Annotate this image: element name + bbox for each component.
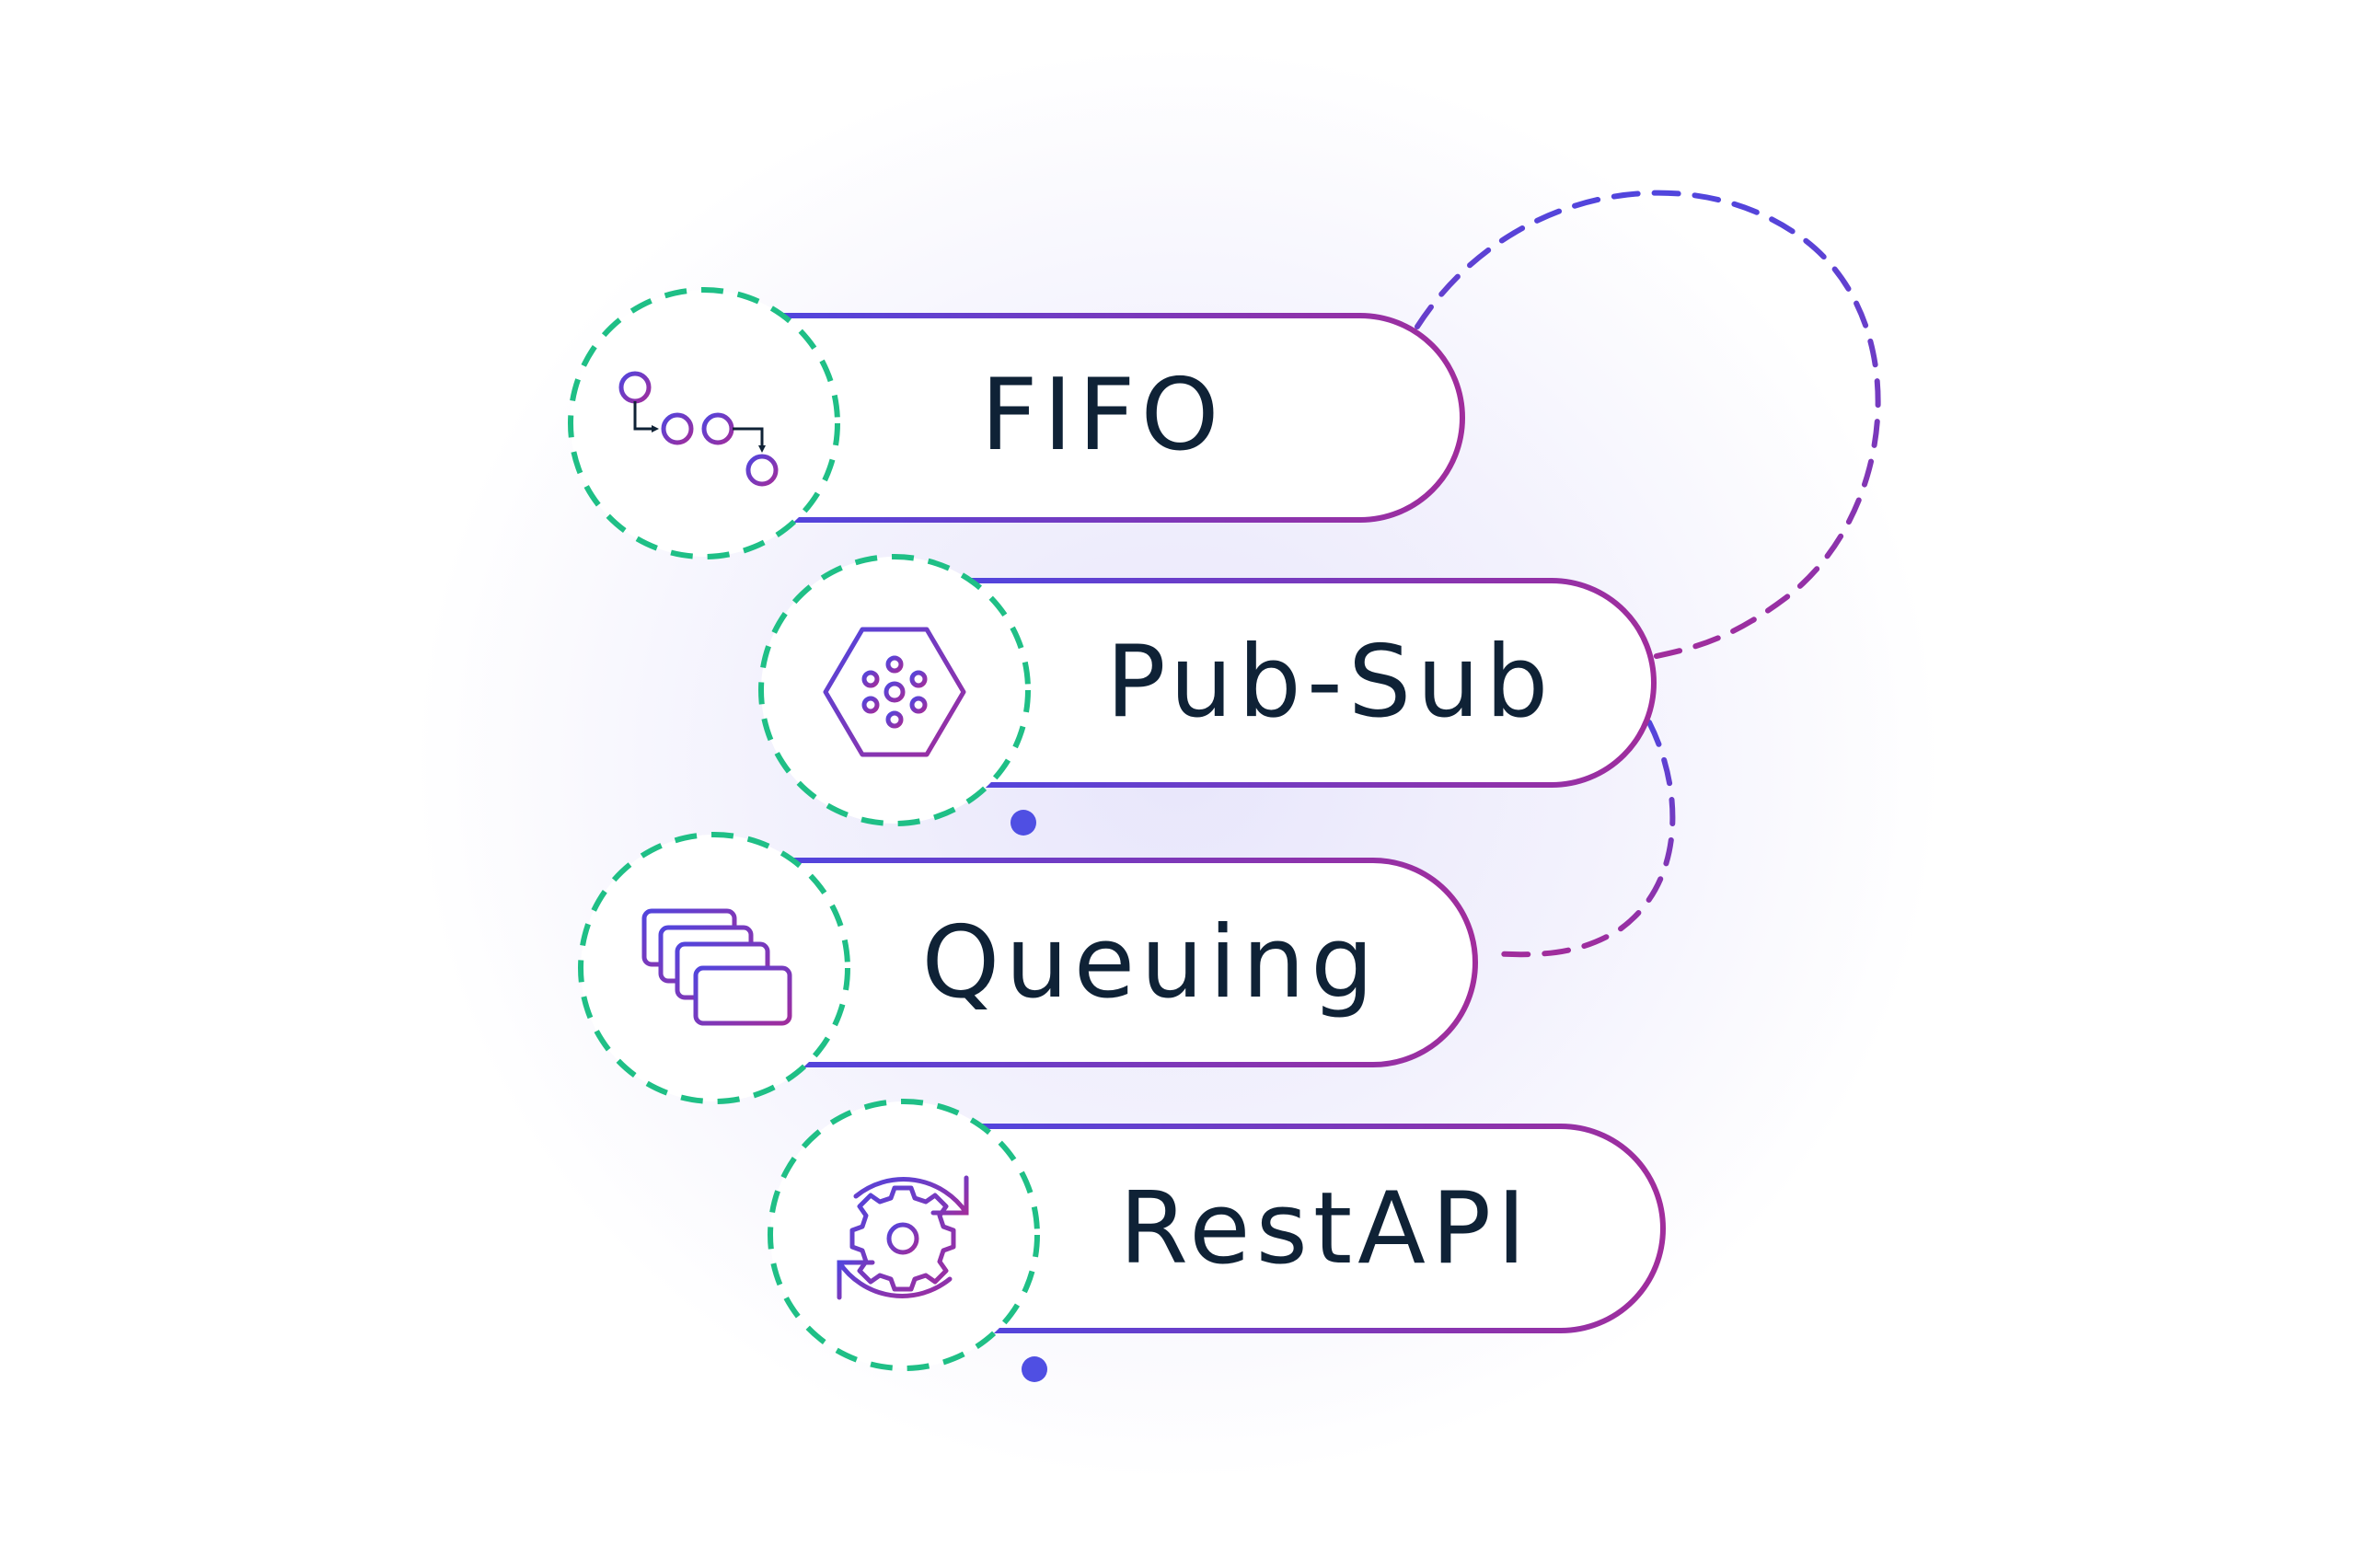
pill-queuing-label: Queuing [921,905,1379,1020]
fifo-flow-icon [618,371,779,487]
connector-dot-pubsub [1011,810,1036,836]
pill-pubsub: Pub-Sub [969,578,1657,788]
pill-restapi: RestAPI [975,1124,1666,1333]
hexagon-nodes-icon [823,627,966,757]
connector-dot-restapi [1022,1356,1047,1382]
pubsub-icon-circle [758,554,1031,826]
connector-arc-middle [1488,720,1676,958]
stacked-cards-icon [641,908,792,1026]
pill-restapi-label: RestAPI [1119,1171,1531,1286]
pill-fifo: FIFO [780,313,1465,523]
pill-queuing: Queuing [787,858,1478,1067]
pill-fifo-label: FIFO [980,358,1224,473]
gear-sync-icon [837,1175,969,1300]
restapi-icon-circle [768,1099,1040,1371]
pill-pubsub-label: Pub-Sub [1106,625,1554,740]
connector-arc-top [1415,190,1881,661]
